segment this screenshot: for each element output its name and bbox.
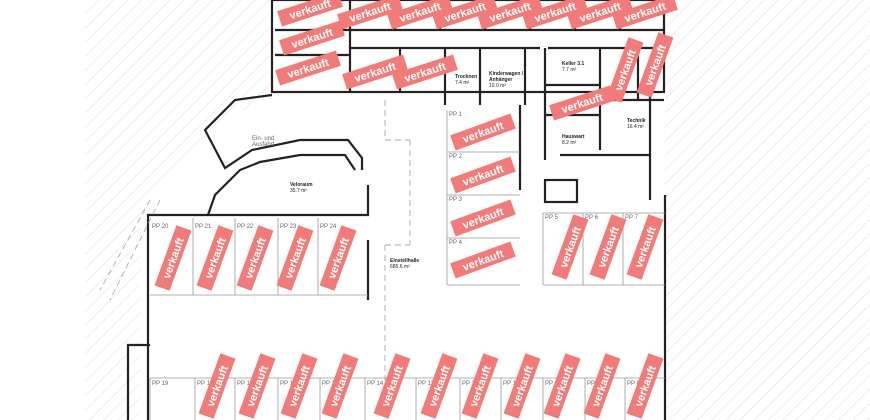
parking-label-6: PP 6 [585, 215, 599, 221]
sold-stamp: verkauft [154, 225, 192, 291]
sold-stamp: verkauft [626, 214, 664, 280]
parking-label-15: PP 15 [322, 381, 339, 387]
room-area: 35.7 m² [290, 188, 307, 194]
room-area: 685.6 m² [390, 264, 410, 270]
parking-label-23: PP 23 [280, 224, 297, 230]
parking-label-1: PP 1 [449, 112, 463, 118]
parking-label-3: PP 3 [449, 197, 463, 203]
parking-label-7: PP 7 [625, 215, 639, 221]
parking-label-10: PP 10 [545, 381, 562, 387]
room-name: Technik [627, 118, 646, 124]
parking-label-18: PP 18 [197, 381, 214, 387]
parking-label-12: PP 12 [462, 381, 479, 387]
sold-stamp: verkauft [319, 225, 357, 291]
parking-label-11: PP 11 [503, 381, 519, 387]
parking-label-24: PP 24 [320, 224, 337, 230]
sold-stamp: verkauft [420, 353, 458, 419]
parking-label-16: PP 16 [280, 381, 297, 387]
room-name: Ausfahrt [252, 142, 275, 148]
parking-label-19: PP 19 [152, 381, 169, 387]
sold-stamp: verkauft [277, 0, 343, 27]
sold-stamp: verkauft [196, 225, 234, 291]
parking-label-13: PP 13 [418, 381, 435, 387]
room-area: 16.4 m² [627, 124, 644, 130]
parking-label-5: PP 5 [545, 215, 559, 221]
room-name: Hauswart [562, 134, 585, 140]
sold-stamp: verkauft [279, 20, 345, 56]
parking-label-2: PP 2 [449, 154, 463, 160]
room-name: Trocknen [455, 74, 477, 80]
sold-stamp: verkauft [450, 199, 516, 237]
room-name: Einstellhalle [390, 258, 419, 264]
room-name: Veloraum [290, 182, 313, 188]
parking-label-20: PP 20 [152, 224, 169, 230]
room-area: 7.7 m² [562, 67, 577, 73]
room-area: 10.0 m² [489, 83, 506, 89]
parking-label-9: PP 9 [587, 381, 601, 387]
parking-label-22: PP 22 [237, 224, 254, 230]
sold-stamp: verkauft [589, 214, 627, 280]
room-name: Anhänger [489, 77, 512, 83]
parking-label-21: PP 21 [195, 224, 212, 230]
terrain-hatch [85, 0, 870, 420]
sold-stamp: verkauft [450, 156, 516, 194]
parking-label-14: PP 14 [367, 381, 384, 387]
parking-label-17: PP 17 [237, 381, 254, 387]
room-name: Ein- und [252, 136, 274, 142]
sold-stamp: verkauft [450, 113, 516, 151]
parking-label-4: PP 4 [449, 240, 463, 246]
room-area: 8.2 m² [562, 140, 577, 146]
sold-stamp: verkauft [236, 225, 274, 291]
sold-stamp: verkauft [450, 241, 516, 279]
room-name: Keller 3.1 [562, 61, 584, 67]
room-area: 7.4 m² [455, 80, 470, 86]
parking-label-8: PP 8 [627, 381, 641, 387]
sold-stamp: verkauft [276, 225, 314, 291]
room-name: Kinderwagen / [489, 71, 524, 77]
